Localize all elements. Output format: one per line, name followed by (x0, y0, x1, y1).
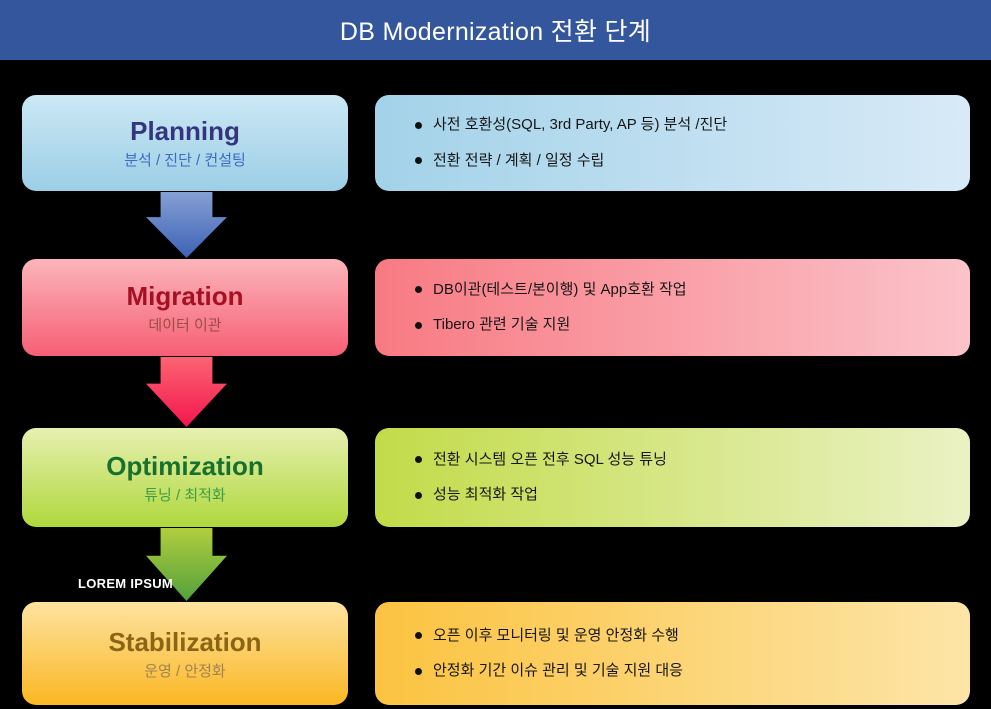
bullet-dot (415, 491, 422, 499)
desc-panel-optimization: 전환 시스템 오픈 전후 SQL 성능 튜닝 성능 최적화 작업 (375, 428, 970, 527)
bullet-dot (415, 321, 422, 329)
bullet-item: 오픈 이후 모니터링 및 운영 안정화 수행 (415, 626, 970, 645)
bullet-dot (415, 286, 422, 294)
bullet-dot (415, 667, 422, 675)
bullet-text: 전환 전략 / 계획 / 일정 수립 (433, 151, 605, 169)
bullet-text: 성능 최적화 작업 (433, 486, 538, 503)
bullet-dot (415, 157, 422, 165)
desc-panel-stabilization: 오픈 이후 모니터링 및 운영 안정화 수행 안정화 기간 이슈 관리 및 기술… (375, 602, 970, 705)
bullet-item: 전환 전략 / 계획 / 일정 수립 (415, 151, 970, 170)
bullet-item: Tibero 관련 기술 지원 (415, 316, 970, 334)
bullet-text: DB이관(테스트/본이행) 및 App호환 작업 (433, 280, 687, 298)
bullet-text: 안정화 기간 이슈 관리 및 기술 지원 대응 (433, 662, 683, 679)
bullet-text: 사전 호환성(SQL, 3rd Party, AP 등) 분석 /진단 (433, 116, 728, 133)
stage-panel-planning: Planning 분석 / 진단 / 컨설팅 (22, 95, 348, 191)
stage-panel-optimization: Optimization 튜닝 / 최적화 (22, 428, 348, 527)
bullet-text: 오픈 이후 모니터링 및 운영 안정화 수행 (433, 626, 679, 644)
stage-subtitle: 운영 / 안정화 (144, 662, 226, 680)
bullet-text: Tibero 관련 기술 지원 (433, 316, 571, 333)
bullet-dot (415, 456, 422, 464)
bullet-item: DB이관(테스트/본이행) 및 App호환 작업 (415, 280, 970, 299)
desc-panel-planning: 사전 호환성(SQL, 3rd Party, AP 등) 분석 /진단 전환 전… (375, 95, 970, 191)
bullet-item: 사전 호환성(SQL, 3rd Party, AP 등) 분석 /진단 (415, 116, 970, 134)
lorem-ipsum-label: LOREM IPSUM (78, 576, 174, 591)
stage-subtitle: 튜닝 / 최적화 (144, 486, 226, 504)
stage-title: Migration (126, 280, 244, 311)
desc-panel-migration: DB이관(테스트/본이행) 및 App호환 작업 Tibero 관련 기술 지원 (375, 259, 970, 356)
header-bar: DB Modernization 전환 단계 (0, 0, 991, 60)
stage-title: Stabilization (108, 626, 262, 657)
bullet-text: 전환 시스템 오픈 전후 SQL 성능 튜닝 (433, 450, 667, 468)
stage-panel-stabilization: Stabilization 운영 / 안정화 (22, 602, 348, 705)
page-title: DB Modernization 전환 단계 (339, 18, 652, 46)
bullet-dot (415, 121, 422, 129)
bullet-dot (415, 632, 422, 640)
stage-panel-migration: Migration 데이터 이관 (22, 259, 348, 356)
bullet-item: 전환 시스템 오픈 전후 SQL 성능 튜닝 (415, 450, 970, 469)
stage-title: Optimization (106, 450, 264, 481)
down-arrow-icon (146, 192, 227, 258)
stage-title: Planning (130, 116, 240, 146)
bullet-item: 안정화 기간 이슈 관리 및 기술 지원 대응 (415, 662, 970, 680)
stage-subtitle: 분석 / 진단 / 컨설팅 (124, 152, 246, 169)
stage-subtitle: 데이터 이관 (148, 316, 222, 334)
down-arrow-icon (146, 357, 227, 427)
bullet-item: 성능 최적화 작업 (415, 486, 970, 504)
